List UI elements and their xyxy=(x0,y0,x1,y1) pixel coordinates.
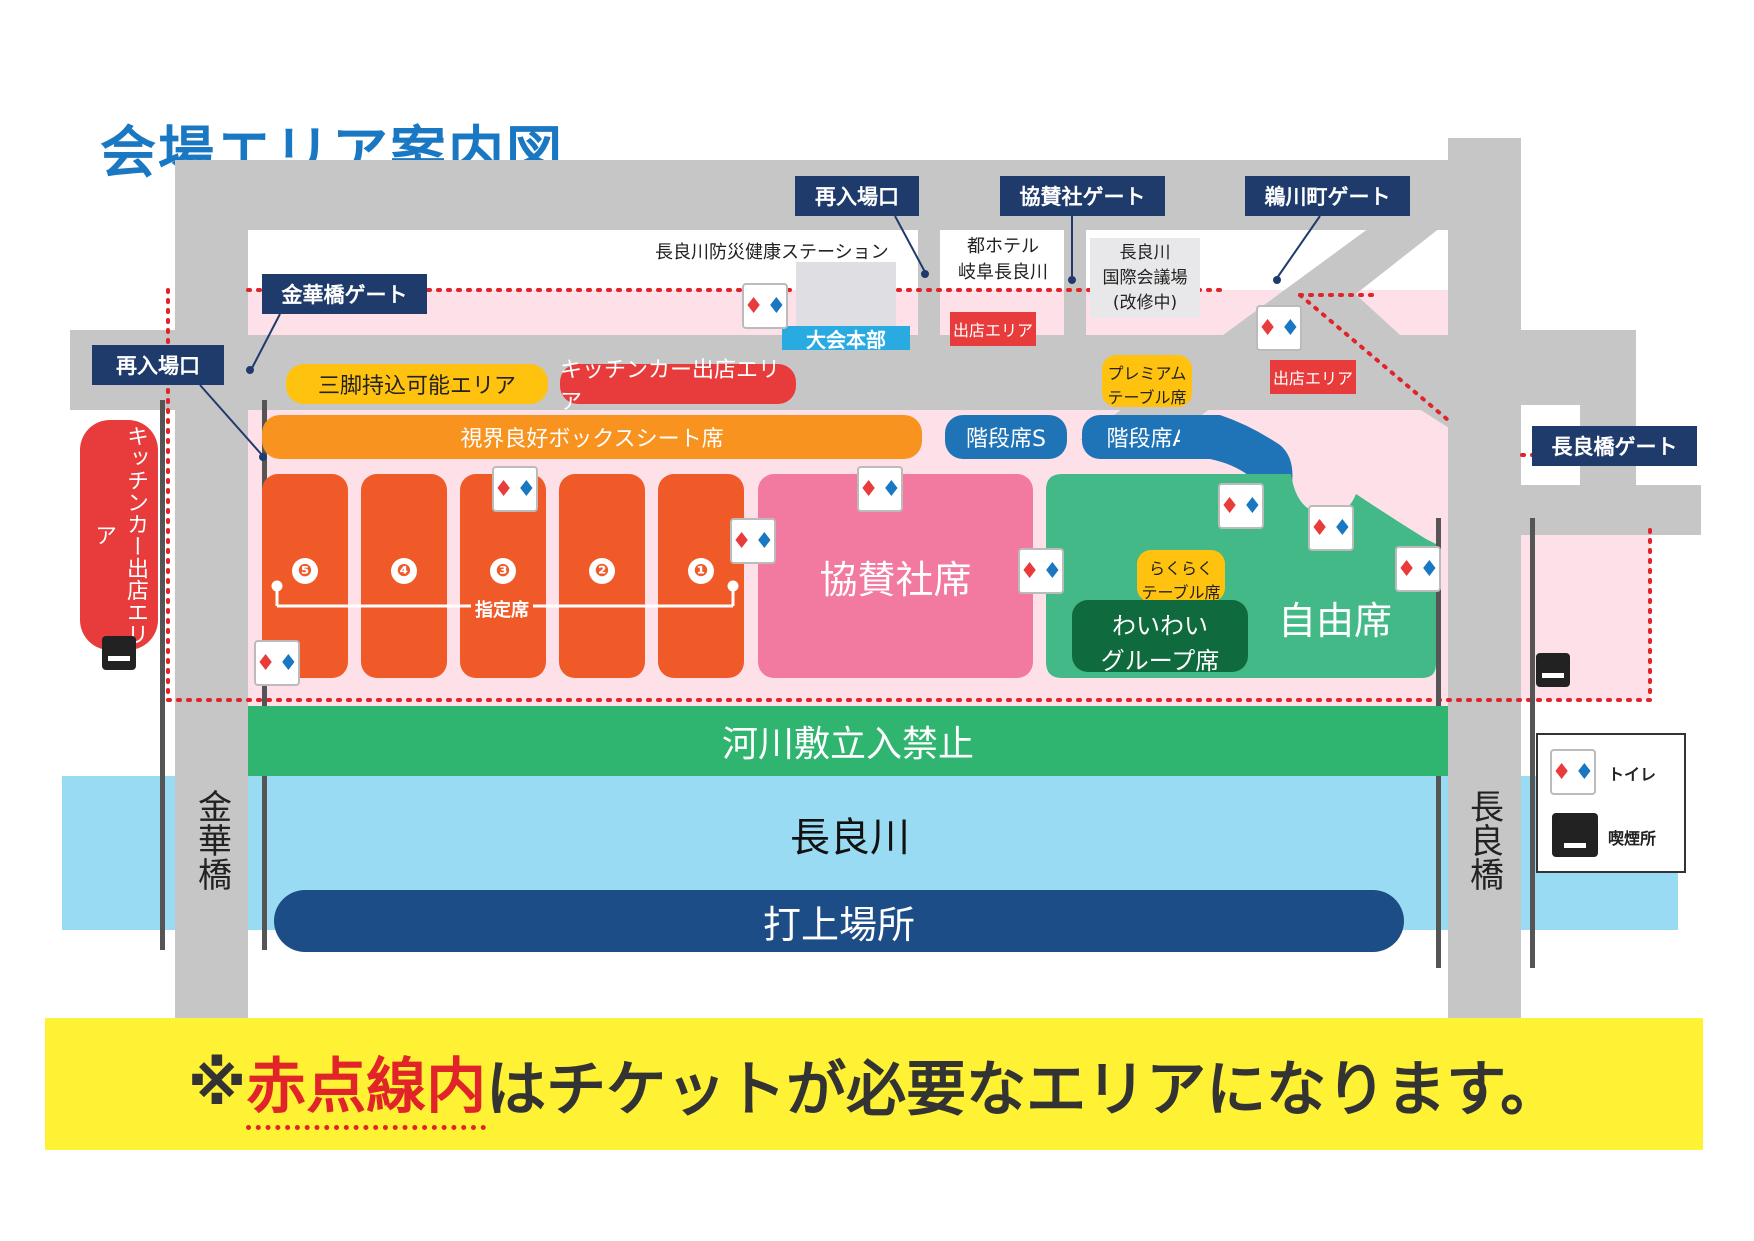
hq-building xyxy=(796,262,896,328)
premium-line1: プレミアム xyxy=(1107,364,1187,383)
smoking-icon xyxy=(1536,653,1570,687)
kinka-bridge-bracket-left xyxy=(160,400,179,950)
smoking-icon xyxy=(102,636,136,670)
road-right-vertical xyxy=(1448,138,1521,1020)
rakuraku-table-area: らくらく テーブル席 xyxy=(1137,550,1225,602)
rakuraku-line1: らくらく xyxy=(1148,559,1213,578)
legend-smoking-label: 喫煙所 xyxy=(1608,829,1657,848)
nagara-bridge-label: 長良橋 xyxy=(1463,789,1504,891)
nagara-bridge-bracket-right xyxy=(1516,518,1535,968)
toilet-icon: ♦♦ xyxy=(1256,305,1302,351)
legend-box: ♦♦ トイレ 喫煙所 xyxy=(1536,733,1686,873)
no-entry-band: 河川敷立入禁止 xyxy=(248,706,1448,776)
kinka-bridge-label: 金華橋 xyxy=(191,789,232,891)
river-label: 長良川 xyxy=(790,815,910,861)
waiwai-group-area: わいわい グループ席 xyxy=(1072,600,1248,675)
waiwai-line2: グループ席 xyxy=(1100,647,1220,675)
shop-area-top: 出店エリア xyxy=(950,312,1036,346)
smoking-icon xyxy=(1552,813,1598,857)
disaster-station-label: 長良川防災健康ステーション xyxy=(655,242,889,263)
hotel-name-line1: 都ホテル xyxy=(967,236,1039,257)
reentry-gate-top: 再入場口 xyxy=(795,176,919,216)
reserved-label: 指定席 xyxy=(471,596,533,622)
toilet-icon: ♦♦ xyxy=(857,466,903,512)
kitchen-car-area: キッチンカー出店エリア xyxy=(560,358,796,415)
hq-label: 大会本部 xyxy=(782,326,910,352)
toilet-icon: ♦♦ xyxy=(730,518,776,564)
hotel-building: 都ホテル 岐阜長良川 xyxy=(942,232,1064,292)
notice-highlight: 赤点線内 xyxy=(246,1038,487,1130)
toilet-icon: ♦♦ xyxy=(1018,548,1064,594)
notice-banner: ※ 赤点線内 はチケットが必要なエリアになります。 xyxy=(45,1018,1703,1150)
reserved-number-4: ❹ xyxy=(391,558,417,584)
kinka-gate: 金華橋ゲート xyxy=(262,274,427,314)
ukawa-gate: 鵜川町ゲート xyxy=(1245,176,1410,216)
convention-line2: 国際会議場 xyxy=(1102,268,1188,288)
convention-building: 長良川 国際会議場 (改修中) xyxy=(1090,238,1200,318)
kyosan-gate: 協賛社ゲート xyxy=(1000,176,1165,216)
legend-toilet-label: トイレ xyxy=(1608,765,1657,784)
launch-site: 打上場所 xyxy=(274,890,1404,952)
reserved-number-5: ❺ xyxy=(292,558,318,584)
rakuraku-line2: テーブル席 xyxy=(1141,583,1221,602)
reserved-number-3: ❸ xyxy=(490,558,516,584)
toilet-icon: ♦♦ xyxy=(1550,749,1596,795)
convention-line3: (改修中) xyxy=(1112,293,1178,313)
reserved-number-2: ❷ xyxy=(589,558,615,584)
road-right-lower xyxy=(1521,485,1701,535)
toilet-icon: ♦♦ xyxy=(742,283,788,329)
premium-table-area: プレミアム テーブル席 xyxy=(1102,355,1192,407)
notice-prefix: ※ xyxy=(187,1049,247,1119)
reserved-number-1: ❶ xyxy=(688,558,714,584)
tripod-area: 三脚持込可能エリア xyxy=(286,364,548,404)
stair-seat-s: 階段席S xyxy=(945,415,1067,459)
toilet-icon: ♦♦ xyxy=(1218,483,1264,529)
box-seat-area: 視界良好ボックスシート席 xyxy=(262,415,922,459)
free-seat-label: 自由席 xyxy=(1278,599,1393,643)
hotel-name-line2: 岐阜長良川 xyxy=(958,262,1048,283)
road-left-vertical xyxy=(175,160,248,1020)
premium-line2: テーブル席 xyxy=(1107,388,1187,407)
toilet-icon: ♦♦ xyxy=(254,640,300,686)
convention-line1: 長良川 xyxy=(1119,243,1171,263)
kitchen-car-side-area: キッチンカー出店エリア xyxy=(80,420,158,650)
nagara-gate: 長良橋ゲート xyxy=(1532,426,1697,466)
toilet-icon: ♦♦ xyxy=(1395,546,1441,592)
road-mid-vert1 xyxy=(918,230,940,335)
toilet-icon: ♦♦ xyxy=(1308,505,1354,551)
toilet-icon: ♦♦ xyxy=(492,466,538,512)
notice-text: はチケットが必要なエリアになります。 xyxy=(486,1054,1561,1125)
reentry-gate-left: 再入場口 xyxy=(92,345,224,385)
waiwai-line1: わいわい xyxy=(1112,612,1208,640)
shop-area-right: 出店エリア xyxy=(1270,360,1356,394)
